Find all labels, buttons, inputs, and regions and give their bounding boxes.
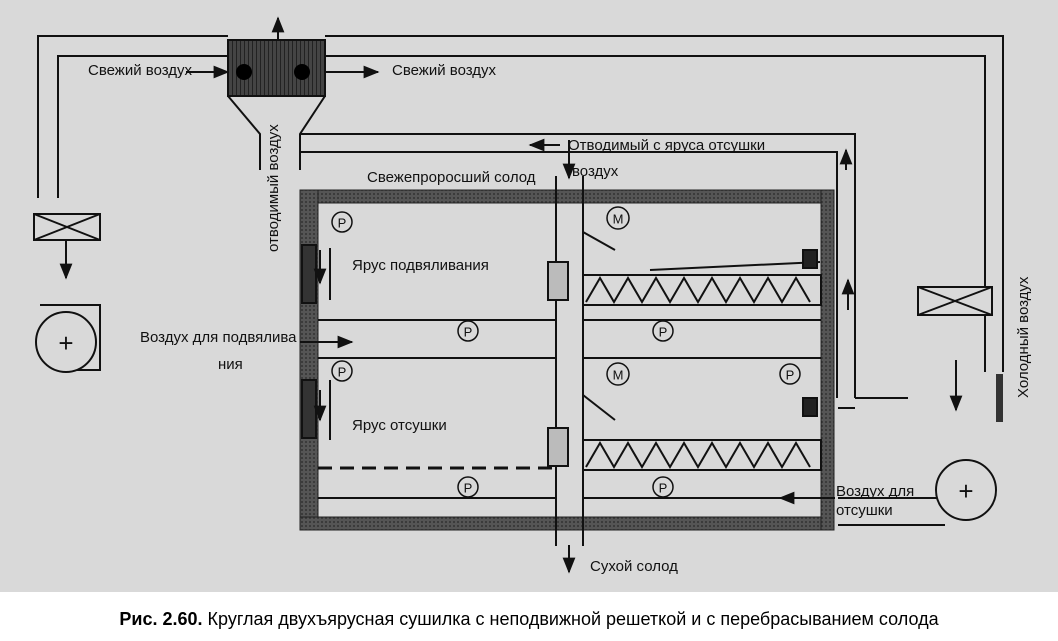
label-exhaust-from-kilning-2: воздух <box>572 163 619 180</box>
building-walls <box>299 189 835 531</box>
fan-right: + <box>935 459 997 521</box>
fan-left-symbol: + <box>58 328 73 358</box>
motor-1: M <box>606 206 630 230</box>
left-damper <box>33 213 101 241</box>
figure-caption: Рис. 2.60. Круглая двухъярусная сушилка … <box>0 609 1058 631</box>
upper-grate <box>582 212 822 306</box>
pump-6: P <box>779 363 801 385</box>
caption-number: Рис. 2.60. <box>119 609 203 629</box>
pump-4-label: P <box>464 481 473 496</box>
label-cold-air: Холодный воздух <box>1015 276 1032 398</box>
label-green-malt: Свежепроросший солод <box>367 169 536 186</box>
diagram-drawing: + + <box>33 16 1004 574</box>
motor-2: M <box>606 362 630 386</box>
label-kilning-tier: Ярус отсушки <box>352 417 447 434</box>
damper-dot-right <box>294 64 310 80</box>
motor-1-label: M <box>613 212 624 227</box>
label-withering-tier: Ярус подвяливания <box>352 257 489 274</box>
air-duct <box>37 35 1004 526</box>
label-withering-air-1: Воздух для подвялива <box>140 329 297 346</box>
pump-7-label: P <box>659 481 668 496</box>
pump-2: P <box>457 320 479 342</box>
lower-grate <box>582 394 822 471</box>
pump-1: P <box>331 211 353 233</box>
left-tier-floors <box>301 244 821 499</box>
caption-text: Круглая двухъярусная сушилка с неподвижн… <box>202 609 939 629</box>
label-kilning-air-1: Воздух для <box>836 483 915 500</box>
right-damper <box>917 286 993 316</box>
flow-arrows <box>59 16 963 505</box>
label-exhaust-from-kilning: Отводимый с яруса отсушки <box>568 137 766 154</box>
motor-2-label: M <box>613 368 624 383</box>
label-fresh-air-left: Свежий воздух <box>88 62 193 79</box>
label-withering-air-2: ния <box>218 356 243 373</box>
pump-7: P <box>652 476 674 498</box>
pump-3-label: P <box>338 365 347 380</box>
damper-dot-left <box>236 64 252 80</box>
label-exhaust-air-vertical: отводимый воздух <box>265 124 282 252</box>
pump-3: P <box>331 360 353 382</box>
central-shaft <box>547 140 584 574</box>
label-dry-malt: Сухой солод <box>590 558 678 575</box>
pump-5: P <box>652 320 674 342</box>
label-kilning-air-2: отсушки <box>836 502 893 519</box>
pump-2-label: P <box>464 325 473 340</box>
cold-air-inlet <box>996 374 1003 422</box>
fan-left: + <box>35 304 101 373</box>
pump-1-label: P <box>338 216 347 231</box>
pump-4: P <box>457 476 479 498</box>
fan-right-symbol: + <box>958 476 973 506</box>
pump-5-label: P <box>659 325 668 340</box>
label-fresh-air-right: Свежий воздух <box>392 62 497 79</box>
pump-6-label: P <box>786 368 795 383</box>
diagram-figure: + + <box>0 0 1058 592</box>
